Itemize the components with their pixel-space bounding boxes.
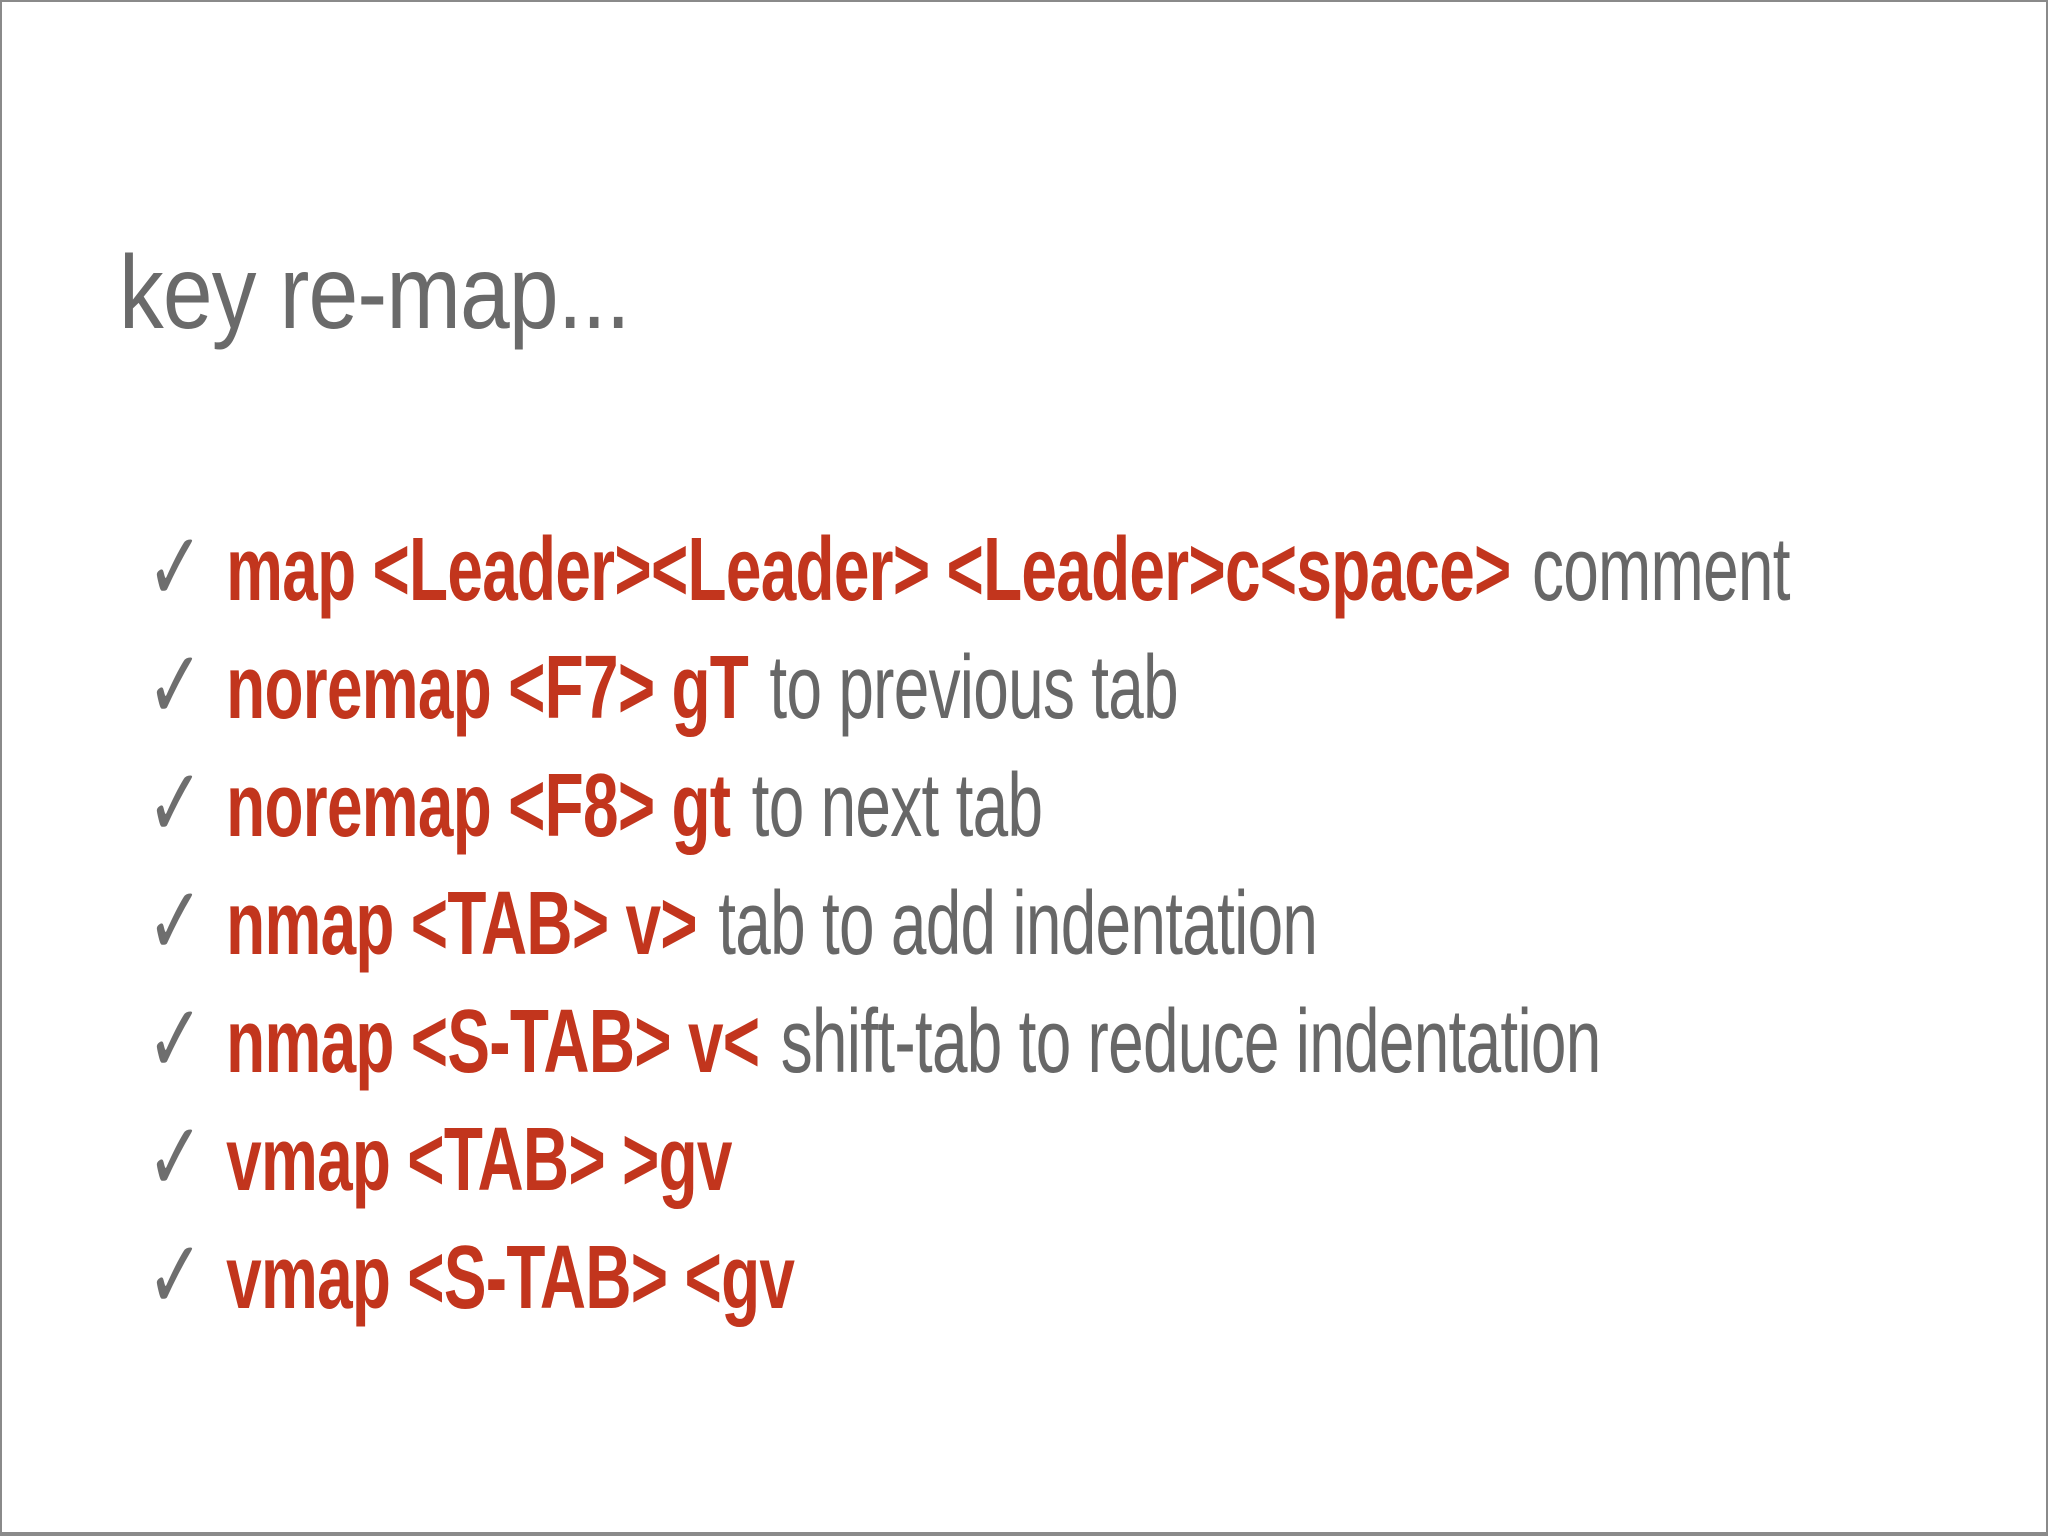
checkmark-icon: ✓ — [146, 629, 204, 741]
list-item: ✓nmap <S-TAB> v<shift-tab to reduce inde… — [122, 862, 1790, 1095]
command-text: nmap <TAB> v> — [226, 874, 697, 974]
command-text: noremap <F7> gT — [226, 638, 749, 738]
command-text: vmap <TAB> >gv — [226, 1110, 732, 1210]
checkmark-icon: ✓ — [146, 1101, 204, 1213]
slide-title: key re-map... — [119, 235, 631, 351]
description-text: tab to add indentation — [718, 874, 1318, 974]
command-text: noremap <F8> gt — [226, 756, 731, 856]
list-item: ✓vmap <TAB> >gv — [122, 980, 1790, 1213]
command-text: vmap <S-TAB> <gv — [226, 1228, 795, 1328]
checkmark-icon: ✓ — [146, 865, 204, 977]
command-text: map <Leader><Leader> <Leader>c<space> — [226, 520, 1511, 620]
description-text: comment — [1531, 520, 1791, 620]
checkmark-icon: ✓ — [146, 511, 204, 623]
description-text: shift-tab to reduce indentation — [780, 992, 1602, 1092]
list-item: ✓map <Leader><Leader> <Leader>c<space>co… — [122, 390, 1791, 623]
checkmark-icon: ✓ — [146, 747, 204, 859]
checkmark-icon: ✓ — [146, 983, 204, 1095]
list-item: ✓vmap <S-TAB> <gv — [122, 1098, 1790, 1331]
checkmark-icon: ✓ — [146, 1219, 204, 1331]
key-remap-checklist: ✓map <Leader><Leader> <Leader>c<space>co… — [122, 390, 2046, 1331]
description-text: to previous tab — [769, 638, 1178, 738]
list-item: ✓nmap <TAB> v>tab to add indentation — [122, 744, 1790, 977]
description-text: to next tab — [751, 756, 1043, 856]
command-text: nmap <S-TAB> v< — [226, 992, 760, 1092]
